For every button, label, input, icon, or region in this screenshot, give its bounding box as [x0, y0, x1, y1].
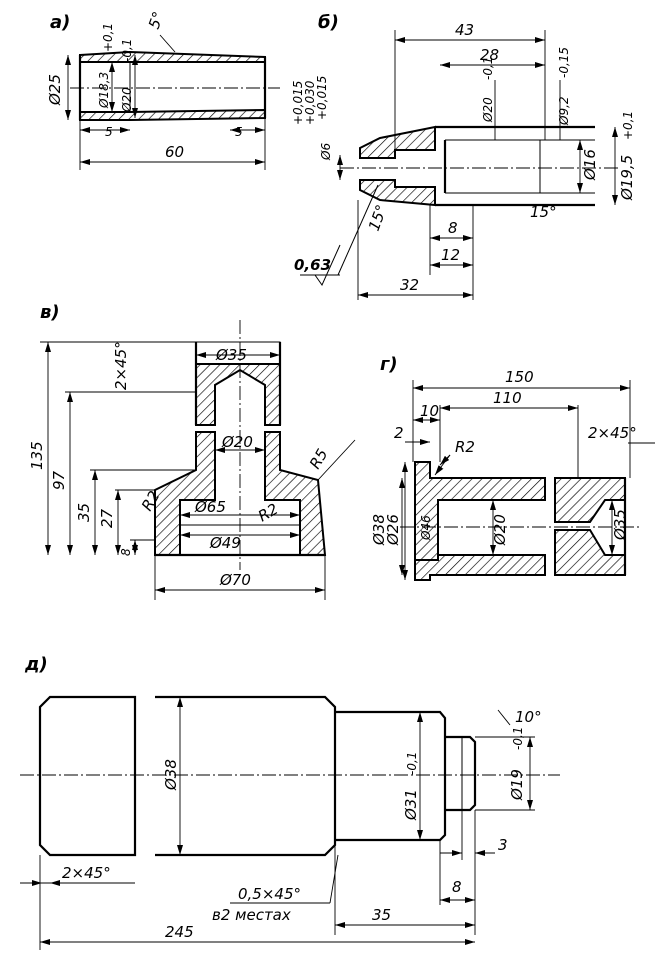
view-g-flange-top — [414, 461, 546, 561]
view-b-len12: 12 — [441, 246, 460, 264]
view-v: в) Ø35 2×45° Ø20 R5 Ø65 R2 R2 Ø49 Ø70 13… — [28, 302, 356, 600]
view-v-r2b: R2 — [255, 500, 281, 526]
view-b-d28: 28 — [480, 46, 499, 64]
view-g-flange-bottom — [414, 554, 546, 581]
view-d-d31-tol: -0,1 — [405, 752, 419, 775]
view-b-d6: Ø6 — [319, 143, 333, 161]
view-v-h135: 135 — [28, 441, 46, 470]
view-d-shaft — [155, 695, 337, 857]
view-d-angle: 10° — [515, 708, 542, 726]
view-g-l110: 110 — [493, 389, 522, 407]
view-v-base-left — [154, 431, 216, 556]
view-d-tip — [445, 735, 477, 812]
view-d-l35: 35 — [372, 906, 391, 924]
view-d-label: д) — [24, 654, 48, 675]
view-g-l150: 150 — [505, 368, 534, 386]
view-a-angle: 5° — [145, 9, 168, 31]
view-a-label: а) — [50, 12, 70, 33]
view-a-left-len: 5 — [105, 125, 113, 139]
view-b-d19-tol: +0,1 — [621, 111, 635, 140]
view-g-r2: R2 — [455, 438, 475, 456]
view-d-step — [335, 710, 447, 842]
view-d-l245: 245 — [165, 923, 194, 941]
view-d-left-stub — [38, 695, 137, 857]
view-d-chamfer-left: 2×45° — [62, 864, 111, 882]
view-v-label: в) — [40, 302, 60, 323]
view-b-d6-tol2: +0,030 — [303, 80, 317, 125]
view-a-top-tol: +0,1 — [101, 23, 115, 52]
view-g-d46: Ø46 — [419, 515, 433, 541]
view-d-l3: 3 — [498, 836, 508, 854]
view-g-d38: Ø38 — [370, 514, 388, 546]
view-g-l2: 2 — [394, 424, 404, 442]
view-g: г) 150 110 10 2 2×45° R2 Ø38 Ø26 Ø46 Ø20… — [370, 354, 655, 581]
view-d-chamfer-mid: 0,5×45° — [238, 885, 301, 903]
view-b-d6-tol: +0,015 — [291, 81, 305, 125]
view-v-h97: 97 — [50, 470, 68, 490]
view-d-l8: 8 — [452, 878, 462, 896]
view-v-r5: R5 — [306, 446, 332, 472]
view-v-d35: Ø35 — [215, 346, 247, 364]
view-v-cap — [195, 363, 281, 426]
view-b-ang-right: 15° — [530, 203, 557, 221]
view-g-label: г) — [380, 354, 398, 375]
view-d-d19-tol: -0,1 — [511, 727, 525, 750]
view-b-d9: Ø9,2 — [557, 96, 571, 126]
view-d-chamfer-note: в2 местах — [212, 906, 291, 924]
view-a: а) Ø25 Ø18,3 Ø20 -0,1 +0,1 5° 5 5 60 — [46, 9, 280, 170]
view-d-d38: Ø38 — [162, 759, 180, 791]
view-g-l10: 10 — [420, 402, 439, 420]
view-v-d65: Ø65 — [194, 498, 226, 516]
view-b-overall: 43 — [455, 21, 474, 39]
view-b-bottom-wall — [359, 179, 436, 207]
view-d-d31: Ø31 — [402, 789, 420, 821]
view-d: д) Ø38 Ø31 -0,1 Ø19 -0,1 10° 3 8 35 245 — [20, 654, 560, 950]
view-b-len8: 8 — [448, 219, 458, 237]
view-v-h35: 35 — [75, 503, 93, 522]
view-g-d20: Ø20 — [491, 514, 509, 546]
view-b-label: б) — [318, 12, 339, 33]
view-a-total-len: 60 — [165, 143, 184, 161]
view-v-h27: 27 — [98, 508, 116, 528]
view-b-top-wall — [359, 125, 436, 159]
view-v-h8: 8 — [119, 548, 133, 556]
view-g-chamfer: 2×45° — [588, 424, 637, 442]
view-b-len32: 32 — [400, 276, 419, 294]
view-b: б) 43 28 Ø20 -0,1 Ø9,2 -0,15 Ø6 +0,015 +… — [291, 12, 636, 300]
view-v-chamfer: 2×45° — [112, 341, 130, 390]
view-b-roughness: 0,63 — [294, 256, 331, 274]
view-v-d20: Ø20 — [221, 433, 253, 451]
view-d-d19: Ø19 — [508, 769, 526, 801]
view-b-d9-tol: -0,15 — [557, 47, 571, 78]
view-a-bottom-wall — [79, 108, 266, 121]
view-v-d49: Ø49 — [209, 534, 241, 552]
view-b-d16: Ø16 — [581, 149, 599, 181]
view-b-d20-tol: -0,1 — [481, 57, 495, 80]
view-a-bore-dia: Ø18,3 — [97, 72, 111, 109]
view-v-d70: Ø70 — [219, 571, 251, 589]
view-g-d26: Ø26 — [384, 514, 402, 546]
view-a-top-wall — [79, 50, 266, 63]
view-a-mid-tol: -0,1 — [120, 39, 134, 62]
view-b-d6-tol3: +0,015 — [315, 76, 329, 120]
view-a-outer-dia: Ø25 — [46, 74, 64, 106]
view-a-mid-dia: Ø20 — [120, 87, 134, 113]
view-b-d19: Ø19,5 — [618, 155, 636, 201]
view-g-d35: Ø35 — [611, 509, 629, 541]
view-b-d20: Ø20 — [481, 97, 495, 123]
view-a-right-len: 5 — [235, 125, 243, 139]
